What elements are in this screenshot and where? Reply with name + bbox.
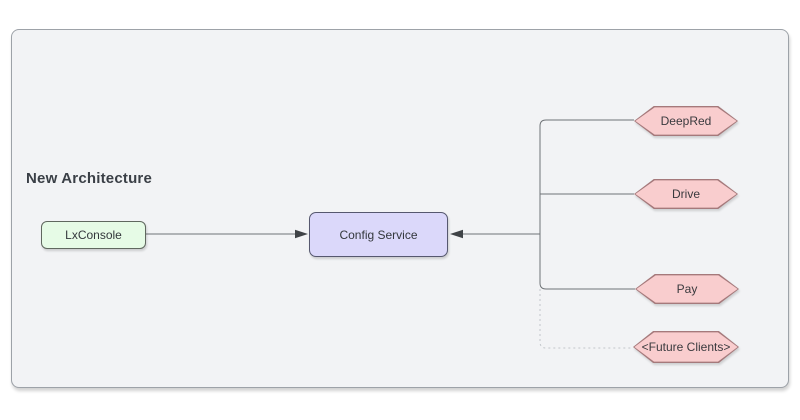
future-clients-hexagon-fill [634,332,738,362]
node-drive-label: Drive [671,187,700,201]
arrowhead-into-config-left-icon [295,229,308,239]
node-drive[interactable]: Drive [634,179,738,209]
edge-trunk-future-clients-dotted [539,289,633,349]
node-lxconsole-label: LxConsole [65,228,122,242]
arrowhead-into-config-right-icon [450,229,463,239]
node-pay-label: Pay [676,282,698,296]
node-deepred[interactable]: DeepRed [634,106,738,136]
diagram-title: New Architecture [26,170,153,187]
node-pay[interactable]: Pay [635,274,739,304]
drive-hexagon-fill [635,180,737,208]
node-config-service[interactable]: Config Service [309,212,448,257]
edge-trunk-deepred-pay [539,119,635,290]
node-future-clients-label: <Future Clients> [641,340,731,354]
node-future-clients[interactable]: <Future Clients> [633,331,739,363]
architecture-frame: New Architecture LxConsole Config Servic… [11,29,789,388]
node-deepred-label: DeepRed [660,114,712,128]
connector-lines [146,119,635,349]
node-lxconsole[interactable]: LxConsole [41,221,146,249]
node-config-service-label: Config Service [339,227,418,242]
pay-hexagon-fill [636,275,738,303]
deepred-hexagon-fill [635,107,737,135]
